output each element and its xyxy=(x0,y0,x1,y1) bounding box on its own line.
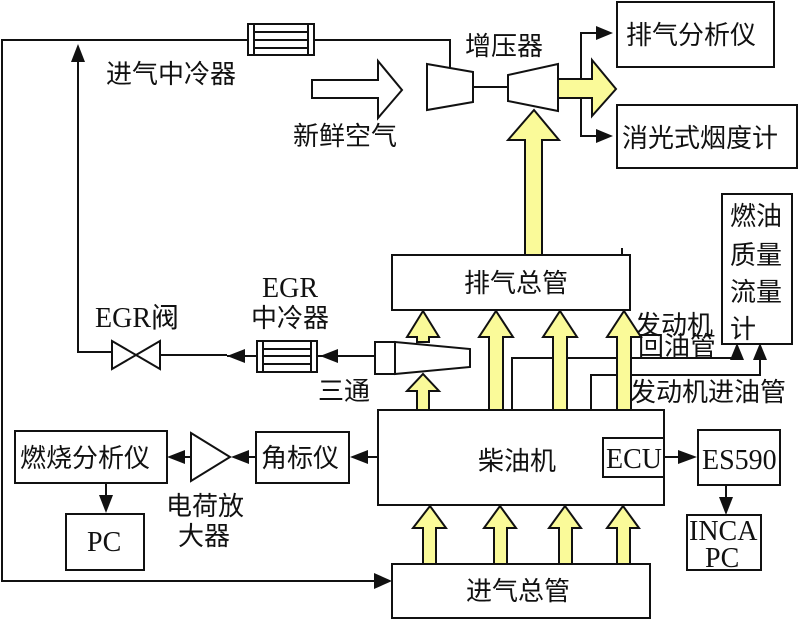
inca-pc-label-1: INCA xyxy=(689,516,758,547)
exhaust-arrow-cyl-1-lower xyxy=(404,372,442,411)
smoke-meter-box xyxy=(616,104,798,169)
fuel-flow-meter-label-1: 燃油 xyxy=(730,202,782,232)
exhaust-arrow-cyl-1-upper xyxy=(405,309,441,343)
exhaust-analyzer-branch xyxy=(580,32,598,79)
intake-manifold-label: 进气总管 xyxy=(466,577,570,607)
arrowhead-pc xyxy=(99,495,113,513)
compressor-to-intercooler-line xyxy=(314,39,451,68)
exhaust-manifold-box xyxy=(391,254,631,311)
arrowhead-amplifier xyxy=(231,450,249,464)
engine-supply-fuel-line xyxy=(590,348,761,410)
arrowhead-exhaust-analyzer xyxy=(596,26,613,40)
exhaust-arrow-cyl-3 xyxy=(541,309,579,411)
diesel-engine-label: 柴油机 xyxy=(478,447,556,477)
intake-arrow-cyl-1 xyxy=(410,504,448,565)
combustion-analyzer-box xyxy=(14,430,168,484)
inca-pc-label-2: PC xyxy=(705,543,739,574)
arrowhead-egr-cooler xyxy=(320,349,338,363)
combustion-analyzer-label: 燃烧分析仪 xyxy=(20,444,150,474)
exhaust-arrow-cyl-2 xyxy=(477,309,515,411)
charge-amplifier-symbol xyxy=(190,431,232,483)
smoke-meter-label: 消光式烟度计 xyxy=(622,124,778,154)
es590-label: ES590 xyxy=(702,445,777,476)
three-way-label: 三通 xyxy=(318,377,370,407)
intake-arrow-cyl-4 xyxy=(605,504,641,565)
angle-marker-label: 角标仪 xyxy=(261,444,339,474)
fuel-flow-meter-label-3: 流量 xyxy=(730,278,782,308)
fuel-flow-meter-label-2: 质量 xyxy=(730,241,782,271)
intake-arrow-cyl-3 xyxy=(547,504,583,565)
charge-amplifier-label-2: 大器 xyxy=(178,522,230,552)
arrowhead-inca-pc xyxy=(719,497,733,515)
fuel-flow-meter-box xyxy=(721,193,793,345)
turbine-exhaust-out-arrow xyxy=(557,57,618,119)
egr-cooler-label-2: 中冷器 xyxy=(251,304,329,334)
es590-box xyxy=(697,429,781,486)
turbocharger-label: 增压器 xyxy=(465,32,543,62)
arrowhead-angle-marker xyxy=(350,450,368,464)
exhaust-arrow-cyl-4 xyxy=(605,309,643,411)
pc-box xyxy=(65,513,145,571)
inca-pc-box xyxy=(686,514,762,571)
arrowhead-egr-valve xyxy=(227,349,245,363)
egr-cooler-label-1: EGR xyxy=(262,273,318,304)
pc-label: PC xyxy=(87,527,121,558)
turbine-wheel xyxy=(507,62,559,113)
egr-return-line xyxy=(77,60,112,353)
compressor-wheel xyxy=(426,62,474,112)
intake-intercooler xyxy=(247,23,315,56)
angle-marker-box xyxy=(255,431,350,484)
egr-valve xyxy=(111,339,161,371)
charge-amplifier-label-1: 电荷放 xyxy=(166,492,244,522)
fresh-air-label: 新鲜空气 xyxy=(293,122,397,152)
egr-cooler xyxy=(256,340,318,373)
exhaust-manifold-label: 排气总管 xyxy=(464,269,568,299)
arrowhead-intake-manifold xyxy=(374,573,392,589)
fresh-air-arrow xyxy=(311,58,404,121)
smoke-meter-branch xyxy=(580,98,598,137)
ecu-box xyxy=(602,437,665,478)
engine-supply-line-label: 发动机进油管 xyxy=(630,378,786,408)
intake-arrow-cyl-2 xyxy=(482,504,518,565)
arrowhead-es590 xyxy=(678,450,697,464)
arrowhead-smoke-meter xyxy=(596,129,613,143)
turbocharger xyxy=(426,62,559,113)
arrowhead-combustion-analyzer xyxy=(167,450,185,464)
exhaust-to-turbine-arrow xyxy=(505,108,562,256)
three-way-fitting xyxy=(374,340,471,376)
intake-intercooler-label: 进气中冷器 xyxy=(106,60,236,90)
ecu-label: ECU xyxy=(606,444,662,475)
engine-return-line-label-1: 发动机 xyxy=(635,311,713,341)
exhaust-analyzer-box xyxy=(616,1,775,68)
intake-air-line-top xyxy=(1,39,249,582)
arrowhead-egr-to-intake xyxy=(71,44,85,62)
arrowhead-return-fuel xyxy=(730,343,744,360)
engine-return-line-label-2: 回油管 xyxy=(638,332,716,362)
intake-manifold-box xyxy=(391,563,651,619)
egr-valve-label: EGR阀 xyxy=(95,302,179,334)
arrowhead-supply-fuel xyxy=(753,343,767,360)
fuel-flow-meter-label-4: 计 xyxy=(730,315,756,345)
exhaust-analyzer-label: 排气分析仪 xyxy=(626,21,756,51)
